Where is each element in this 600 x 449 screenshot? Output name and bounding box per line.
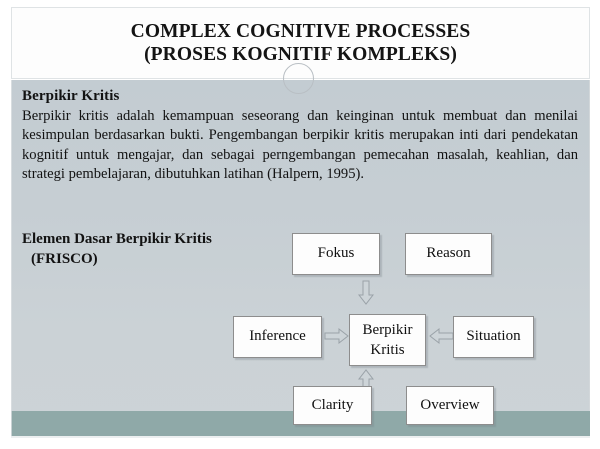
frisco-heading-line-2: (FRISCO) <box>31 250 98 267</box>
bottom-band-shadow <box>11 436 590 438</box>
slide-title-line-1: COMPLEX COGNITIVE PROCESSES <box>130 21 471 43</box>
section-heading-berpikir-kritis: Berpikir Kritis <box>22 88 120 104</box>
body-paragraph: Berpikir kritis adalah kemampuan seseora… <box>22 108 578 182</box>
slide-title-line-2: (PROSES KOGNITIF KOMPLEKS) <box>144 44 457 65</box>
frisco-heading-line-1: Elemen Dasar Berpikir Kritis <box>22 231 212 247</box>
circle-decoration-icon <box>283 63 314 94</box>
section-heading-frisco: Elemen Dasar Berpikir Kritis (FRISCO) <box>22 230 297 269</box>
slide-content: Berpikir Kritis Berpikir kritis adalah k… <box>11 80 590 436</box>
